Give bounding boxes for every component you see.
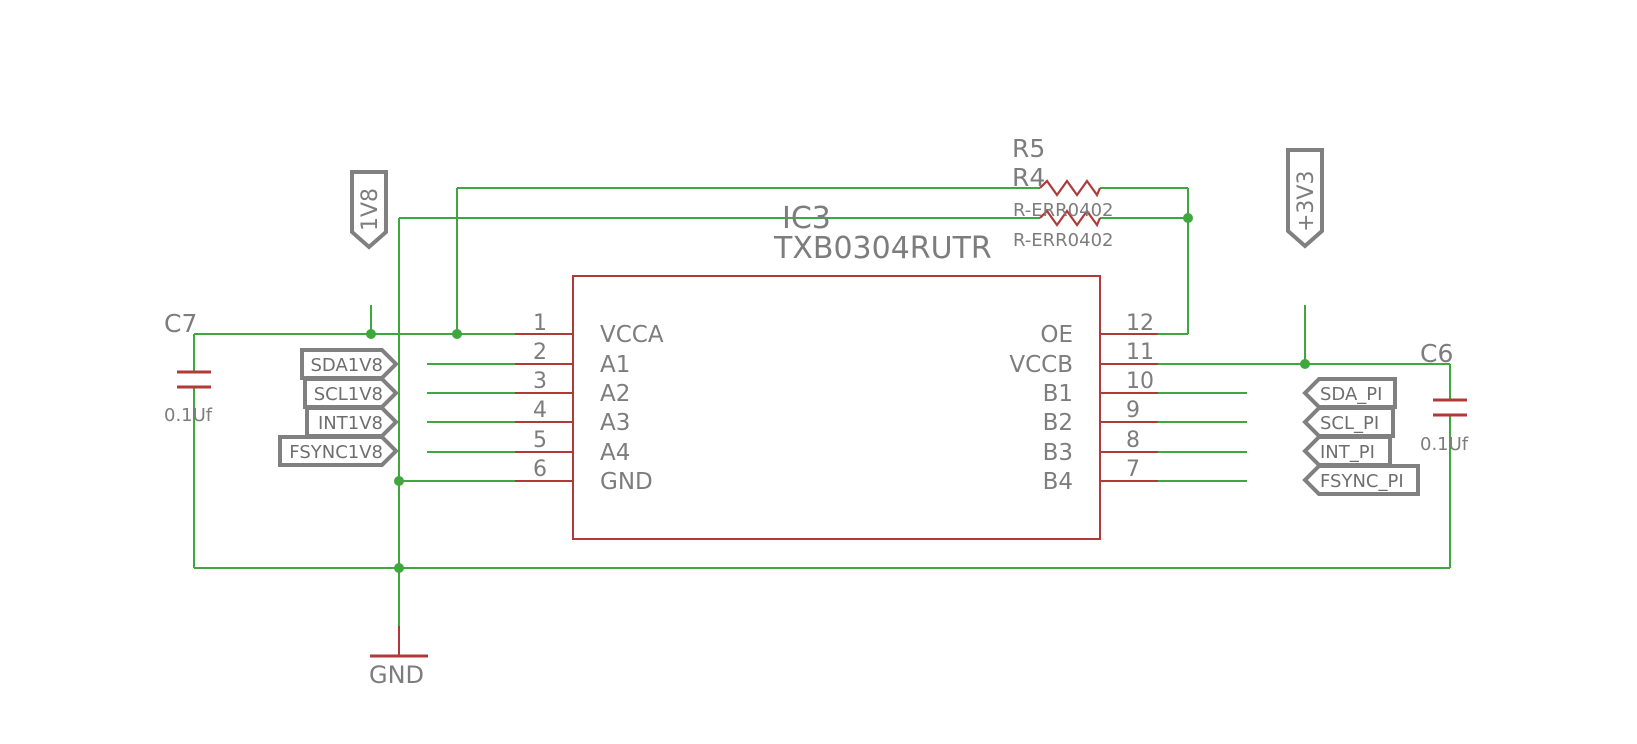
pin-8-number: 8 (1126, 428, 1140, 453)
junction-dot (1183, 213, 1193, 223)
net-label-sda-pi: SDA_PI (1320, 384, 1382, 405)
net-labels-left: SDA1V8 SCL1V8 INT1V8 FSYNC1V8 (278, 348, 399, 467)
pin-1-name: VCCA (600, 322, 664, 348)
net-label-sda-pi-flag (1302, 377, 1397, 409)
power-3v3-label: +3V3 (1294, 171, 1319, 232)
junction-dot (366, 329, 376, 339)
ic3-symbol: IC3 TXB0304RUTR 1 2 3 4 5 6 VCCA A1 A2 A… (515, 201, 1158, 540)
power-symbols: 1V8 +3V3 GND (350, 148, 1324, 689)
pin-10-number: 10 (1126, 369, 1154, 394)
capacitor-c7-value: 0.1Uf (164, 405, 213, 426)
net-label-sda1v8: SDA1V8 (310, 355, 383, 376)
ic3-name: IC3 (782, 201, 831, 236)
pin-2-number: 2 (533, 340, 547, 365)
net-label-int1v8-flag (305, 406, 399, 438)
resistor-r4-symbol (1039, 209, 1102, 228)
pin-5-number: 5 (533, 428, 547, 453)
net-label-int-pi-flag (1302, 435, 1392, 467)
pin-3-name: A2 (600, 381, 630, 407)
junction-dot (394, 563, 404, 573)
pin-4-number: 4 (533, 398, 547, 423)
junctions (366, 213, 1310, 573)
junction-dot (394, 476, 404, 486)
pin-8-name: B3 (1043, 440, 1073, 466)
resistors: R5 R4 R-ERR0402 R-ERR0402 (1012, 134, 1113, 251)
pin-9-number: 9 (1126, 398, 1140, 423)
pin-4-name: A3 (600, 410, 630, 436)
net-label-fsync1v8: FSYNC1V8 (289, 442, 383, 463)
resistor-r4-value: R-ERR0402 (1013, 230, 1113, 251)
net-label-scl1v8-flag (303, 377, 399, 409)
resistor-r5-value: R-ERR0402 (1013, 200, 1113, 221)
net-label-fsync-pi: FSYNC_PI (1320, 471, 1404, 492)
net-labels-right: SDA_PI SCL_PI INT_PI FSYNC_PI (1302, 377, 1420, 496)
ic3-body (572, 275, 1101, 540)
junction-dot (1300, 359, 1310, 369)
wires (193, 187, 1451, 626)
resistor-r4-name: R4 (1012, 163, 1045, 192)
pin-11-name: VCCB (1009, 352, 1073, 378)
ic3-part: TXB0304RUTR (773, 231, 992, 266)
junction-dot (452, 329, 462, 339)
capacitor-c7-name: C7 (164, 309, 197, 338)
capacitor-c6-value: 0.1Uf (1420, 434, 1469, 455)
pin-1-number: 1 (533, 311, 547, 336)
gnd-label: GND (369, 661, 424, 689)
pin-3-number: 3 (533, 369, 547, 394)
pin-12-number: 12 (1126, 311, 1154, 336)
pin-11-number: 11 (1126, 340, 1154, 365)
pin-10-name: B1 (1043, 381, 1073, 407)
power-1v8-flag (350, 170, 388, 250)
capacitor-c6-name: C6 (1420, 339, 1453, 368)
pin-2-name: A1 (600, 352, 630, 378)
pin-7-name: B4 (1043, 469, 1073, 495)
pin-12-name: OE (1040, 322, 1073, 348)
net-label-int1v8: INT1V8 (318, 413, 383, 434)
power-1v8-label: 1V8 (358, 188, 383, 231)
net-label-scl1v8: SCL1V8 (314, 384, 383, 405)
net-label-int-pi: INT_PI (1320, 442, 1375, 463)
resistor-r5-symbol (1039, 179, 1102, 198)
pin-9-name: B2 (1043, 410, 1073, 436)
net-label-sda1v8-flag (300, 348, 399, 380)
net-label-fsync-pi-flag (1302, 464, 1420, 496)
net-label-scl-pi: SCL_PI (1320, 413, 1379, 434)
pin-7-number: 7 (1126, 457, 1140, 482)
power-3v3-flag (1286, 148, 1324, 249)
net-label-scl-pi-flag (1302, 406, 1395, 438)
pin-6-number: 6 (533, 457, 547, 482)
pin-5-name: A4 (600, 440, 630, 466)
net-label-fsync1v8-flag (278, 435, 399, 467)
resistor-r5-name: R5 (1012, 134, 1045, 163)
pin-6-name: GND (600, 469, 653, 495)
capacitors: C7 0.1Uf C6 0.1Uf (164, 309, 1469, 455)
